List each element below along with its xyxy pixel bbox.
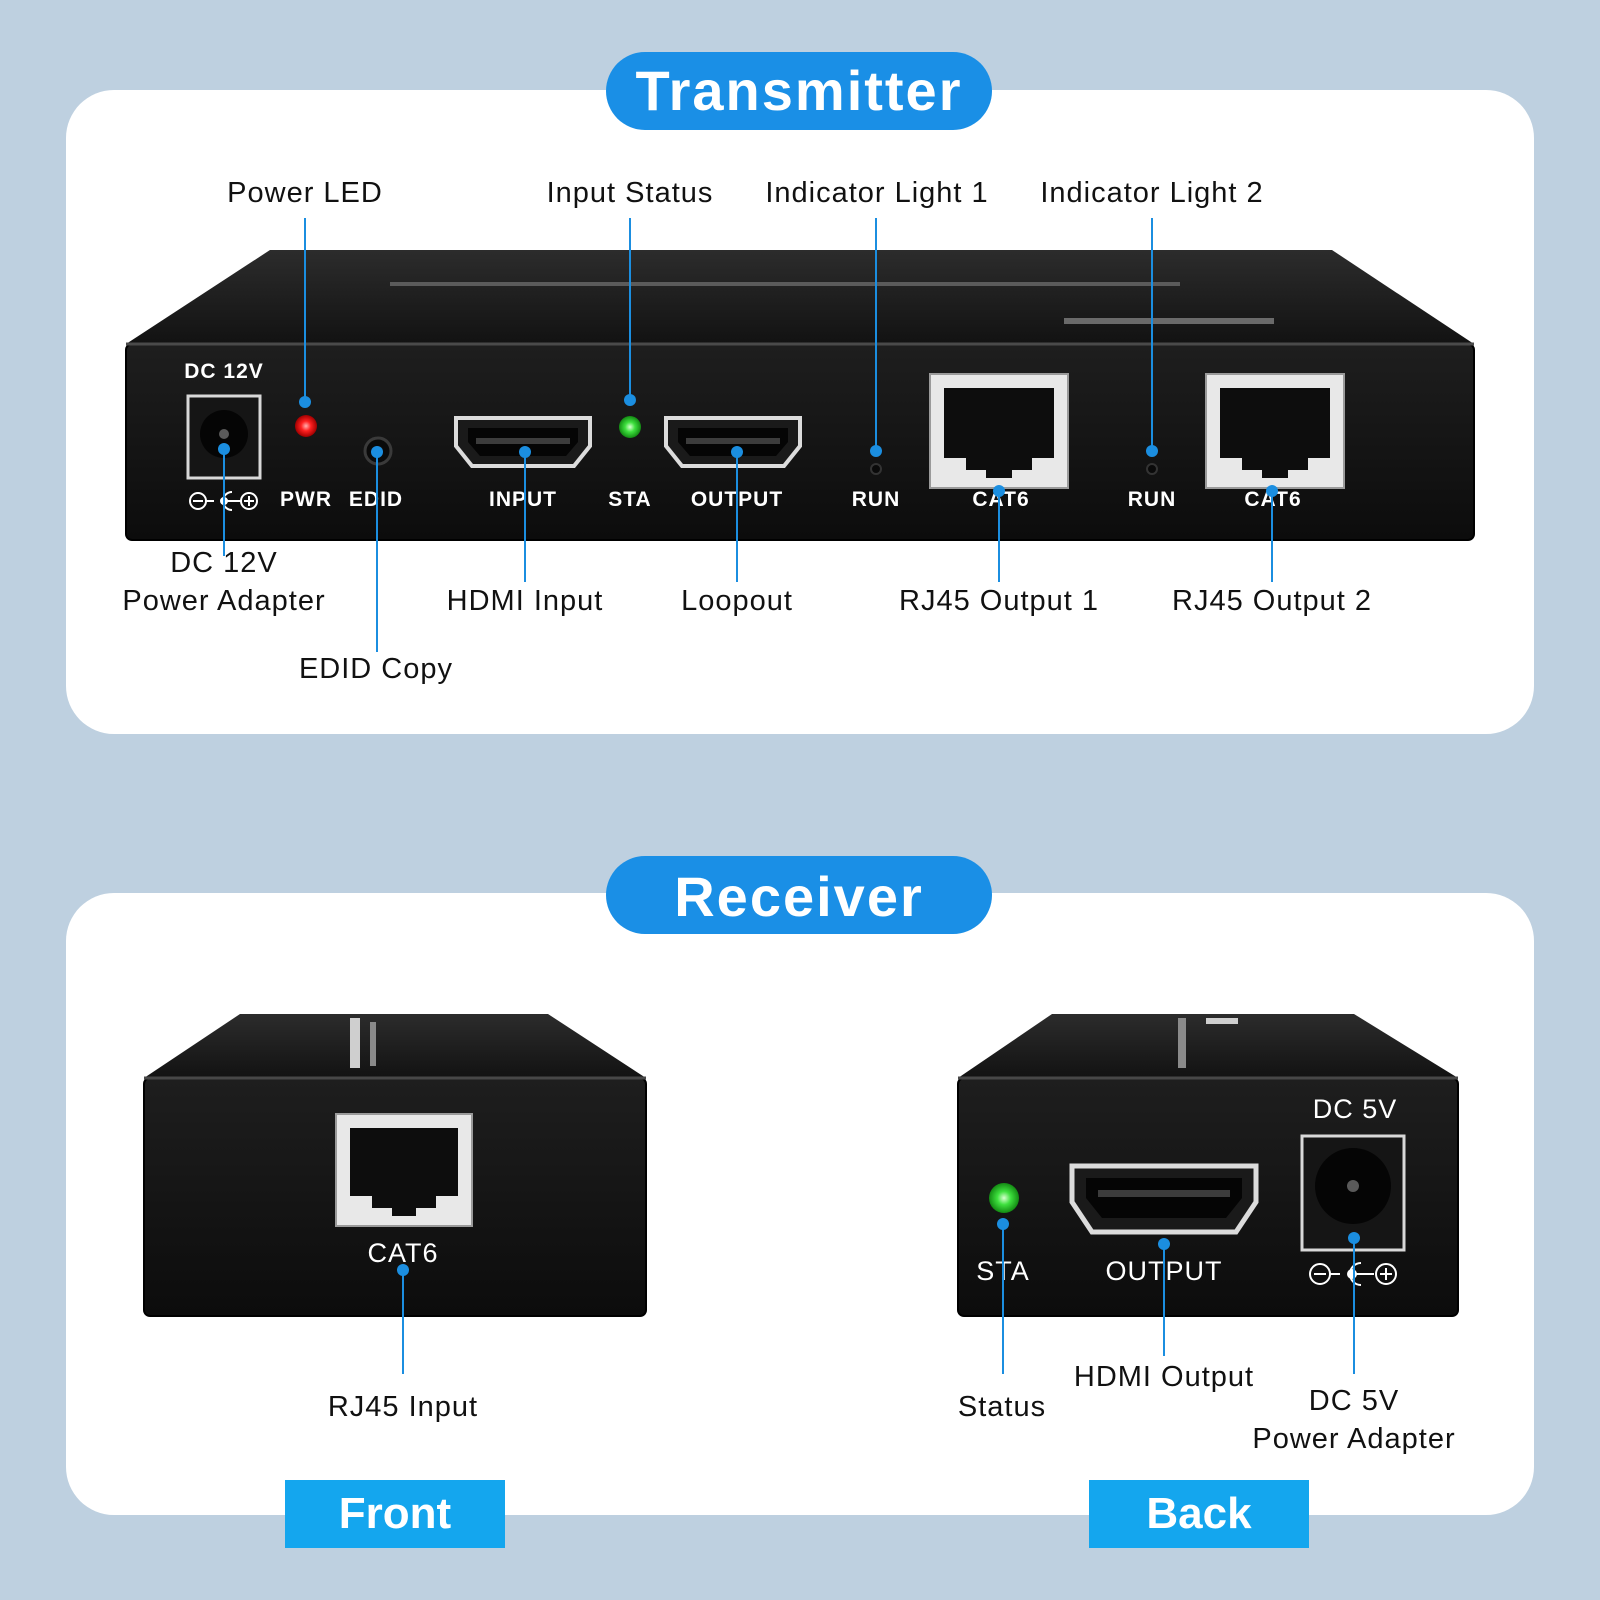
hdmi-output-port[interactable] — [1069, 1163, 1259, 1235]
hdmi-input-port[interactable] — [454, 416, 592, 468]
run-indicator-1 — [870, 463, 882, 475]
transmitter-device: DC 12V PWR EDID INPUT STA OUTPUT RUN CAT… — [125, 250, 1475, 541]
rj45-input-callout: RJ45 Input — [328, 1391, 478, 1423]
input-status-led — [619, 416, 641, 438]
rj45-output-1-port[interactable] — [929, 373, 1069, 489]
receiver-polarity-icon — [1309, 1262, 1397, 1286]
rj45-output-2-callout: RJ45 Output 2 — [1172, 585, 1372, 617]
rj45-input-port[interactable] — [335, 1113, 473, 1227]
pwr-device-label: PWR — [280, 488, 332, 511]
run-indicator-2 — [1146, 463, 1158, 475]
indicator-light-1-callout: Indicator Light 1 — [765, 177, 988, 209]
receiver-front-top — [144, 1014, 646, 1078]
sta-device-label: STA — [608, 488, 651, 511]
dc5v-callout-line1: DC 5V — [1309, 1385, 1399, 1417]
input-status-callout: Input Status — [547, 177, 714, 209]
receiver-status-led — [989, 1183, 1019, 1213]
dc12v-device-label: DC 12V — [184, 360, 264, 383]
receiver-back-device: STA OUTPUT DC 5V — [957, 1014, 1459, 1317]
back-dc5v-device-label: DC 5V — [1313, 1094, 1398, 1124]
hdmi-loopout-port[interactable] — [664, 416, 802, 468]
polarity-icon — [189, 491, 258, 511]
transmitter-top-surface — [126, 250, 1474, 344]
dc12v-adapter-callout-line1: DC 12V — [170, 547, 278, 579]
front-cat6-device-label: CAT6 — [367, 1238, 438, 1268]
dc5v-callout-line2: Power Adapter — [1252, 1423, 1455, 1455]
hdmi-input-callout: HDMI Input — [447, 585, 604, 617]
power-led-callout: Power LED — [227, 177, 383, 209]
receiver-title: Receiver — [606, 856, 992, 934]
transmitter-title: Transmitter — [606, 52, 992, 130]
receiver-back-top — [958, 1014, 1458, 1078]
top-print-line — [390, 282, 1180, 286]
edid-copy-callout: EDID Copy — [299, 653, 453, 685]
indicator-light-2-callout: Indicator Light 2 — [1040, 177, 1263, 209]
back-tag: Back — [1089, 1480, 1309, 1548]
receiver-front-device: CAT6 — [143, 1014, 647, 1317]
status-callout: Status — [958, 1391, 1046, 1423]
transmitter-leaders — [218, 218, 1278, 652]
hdmi-output-callout: HDMI Output — [1074, 1361, 1254, 1393]
cat6-1-device-label: CAT6 — [972, 488, 1029, 511]
rj45-output-2-port[interactable] — [1205, 373, 1345, 489]
run1-device-label: RUN — [852, 488, 901, 511]
edid-device-label: EDID — [349, 488, 403, 511]
loopout-callout: Loopout — [681, 585, 793, 617]
rj45-output-1-callout: RJ45 Output 1 — [899, 585, 1099, 617]
input-device-label: INPUT — [489, 488, 557, 511]
power-led — [295, 415, 317, 437]
brand-print — [1064, 318, 1274, 324]
run2-device-label: RUN — [1128, 488, 1177, 511]
dc12v-adapter-callout-line2: Power Adapter — [122, 585, 325, 617]
front-tag: Front — [285, 1480, 505, 1548]
